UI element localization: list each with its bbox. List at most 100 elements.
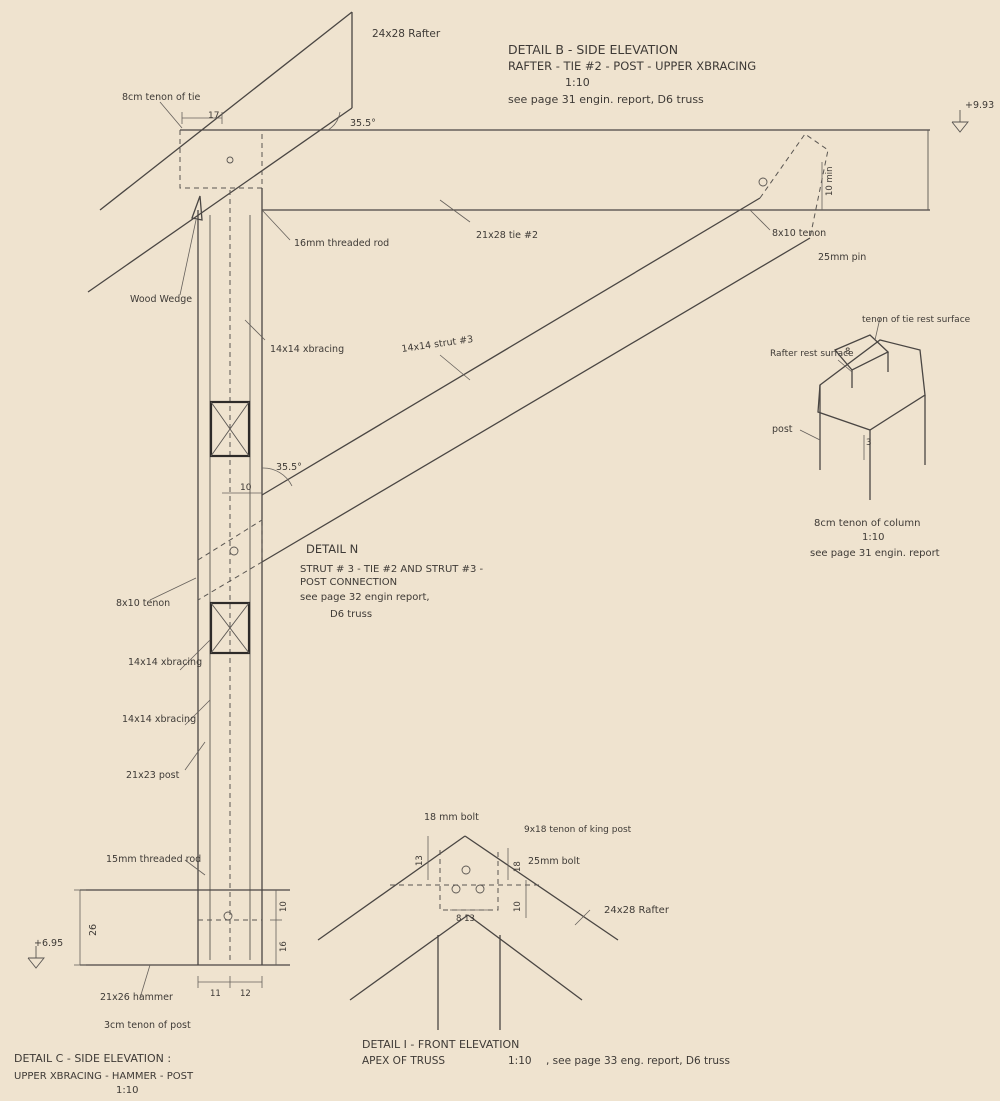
detail-i-title-block: DETAIL I - FRONT ELEVATION APEX OF TRUSS… [362,1038,730,1067]
bolt-18mm-label: 18 mm bolt [424,812,479,823]
iso-labels: tenon of tie rest surface Rafter rest su… [770,315,971,448]
detail-b-subtitle: RAFTER - TIE #2 - POST - UPPER XBRACING [508,59,756,73]
xbracing-a-label: 14x14 xbracing [128,657,202,668]
detail-c-title-block: DETAIL C - SIDE ELEVATION : UPPER XBRACI… [14,1052,194,1096]
detail-n-title-block: DETAIL N STRUT # 3 - TIE #2 AND STRUT #3… [300,542,484,620]
tie-tenon-hidden [179,130,263,189]
detail-c-scale: 1:10 [116,1085,138,1096]
iso-post-label: post [772,424,793,435]
detail-n-line2: POST CONNECTION [300,577,397,588]
detail-i-reference: , see page 33 eng. report, D6 truss [546,1055,730,1067]
elevation-marker-top [951,121,969,133]
dim-13-i: 13 [415,855,425,866]
threaded-rod-label: 15mm threaded rod [106,854,201,865]
rafter-lower-edge [87,107,353,293]
dim-26: 26 [88,924,99,936]
isometric-sketch [817,317,926,500]
strut-tenon-hidden [759,133,829,239]
rafter-label: 24x28 Rafter [372,28,441,40]
tenon-tie-label: 8cm tenon of tie [122,92,201,103]
elevation-marker-bottom [27,957,45,969]
detail-c-drawing [27,889,290,988]
bolt-25mm-a [451,884,461,894]
detail-c-labels: 8x10 tenon 14x14 xbracing 14x14 xbracing… [34,598,289,1031]
apex-rafter-right-bottom [467,914,583,1001]
iso-dim-8: 8 [845,347,850,357]
threaded-rod-top-label: 16mm threaded rod [294,238,389,249]
detail-i-scale: 1:10 [508,1055,532,1067]
dim-11-c: 11 [210,989,221,999]
detail-c-title: DETAIL C - SIDE ELEVATION : [14,1052,171,1065]
dim-16-c: 16 [279,941,289,952]
angle-arc-mid [261,467,293,487]
post-label: 21x23 post [126,770,180,781]
iso-rafter-rest-label: Rafter rest surface [770,349,854,359]
wood-wedge-mark [191,195,203,221]
dim-10-mid: 10 [240,483,252,493]
king-post-tenon-hidden [439,850,499,911]
apex-rafter-left-bottom [349,914,469,1001]
wood-wedge-label: Wood Wedge [130,294,192,305]
hammer-label: 21x26 hammer [100,992,173,1003]
detail-b-reference: see page 31 engin. report, D6 truss [508,93,704,106]
strut-label: 14x14 strut #3 [401,334,474,355]
bolt-25mm-label: 25mm bolt [528,856,580,867]
detail-n-line4: D6 truss [330,609,372,620]
detail-b-title: DETAIL B - SIDE ELEVATION [508,42,678,57]
detail-b-title-block: DETAIL B - SIDE ELEVATION RAFTER - TIE #… [508,42,756,106]
dim-17: 17 [208,111,219,121]
tenon-8x10-lower-label: 8x10 tenon [116,598,170,609]
angle-arc-top [327,111,341,131]
angle-top-label: 35.5° [350,118,376,129]
iso-caption: 8cm tenon of column 1:10 see page 31 eng… [810,518,940,559]
apex-rafter-left-top [317,835,466,941]
dim-12-c: 12 [240,989,251,999]
tenon-post-label: 3cm tenon of post [104,1020,191,1031]
detail-i-subtitle: APEX OF TRUSS [362,1055,445,1067]
tenon-king-label: 9x18 tenon of king post [524,825,632,835]
detail-i-title: DETAIL I - FRONT ELEVATION [362,1038,519,1051]
apex-rafter-label: 24x28 Rafter [604,905,670,916]
xbracing-section-lower [209,601,251,655]
pin-hole [758,177,768,187]
detail-n-line3: see page 32 engin report, [300,592,430,603]
detail-i-drawing [317,835,619,1030]
dim-18-i: 18 [513,861,523,872]
iso-caption-line3: see page 31 engin. report [810,548,940,559]
angle-mid-label: 35.5° [276,462,302,473]
detail-b-drawing [87,11,969,965]
bolt-25mm-b [475,884,485,894]
detail-b-labels: 24x28 Rafter 8cm tenon of tie 17 35.5° +… [122,28,994,493]
apex-rafter-right-top [464,835,619,941]
dim-10min: 10 min [825,166,835,196]
xbracing-b-label: 14x14 xbracing [122,714,196,725]
strut-post-tenon-hidden [197,519,263,601]
detail-b-scale: 1:10 [565,76,590,89]
xbracing-upper-label: 14x14 xbracing [270,344,344,355]
bolt-18mm [461,865,471,875]
strut-lower-edge [261,237,811,563]
dim-10-c: 10 [279,901,289,912]
dim-10-i: 10 [513,901,523,912]
tenon-8x10-label: 8x10 tenon [772,228,826,239]
detail-n-line1: STRUT # 3 - TIE #2 AND STRUT #3 - [300,564,484,575]
iso-caption-line1: 8cm tenon of column [814,518,920,529]
pin-label: 25mm pin [818,252,866,263]
xbracing-section-upper [209,400,251,458]
iso-tenon-tie-label: tenon of tie rest surface [862,315,971,325]
iso-caption-line2: 1:10 [862,532,884,543]
strut-upper-edge [261,197,761,496]
elevation-top-label: +9.93 [965,100,994,111]
tie-label: 21x28 tie #2 [476,230,538,241]
tie-rod-hole [226,156,234,164]
iso-dim-3: 3 [866,438,871,448]
elevation-bottom-label: +6.95 [34,938,63,949]
dim-spacing-i: 8 13 [456,914,475,924]
rafter-upper-edge [99,11,353,211]
leader-lines [139,101,821,999]
detail-c-subtitle: UPPER XBRACING - HAMMER - POST [14,1071,194,1082]
detail-n-title: DETAIL N [306,542,358,556]
detail-i-labels: 18 mm bolt 9x18 tenon of king post 25mm … [415,812,670,924]
